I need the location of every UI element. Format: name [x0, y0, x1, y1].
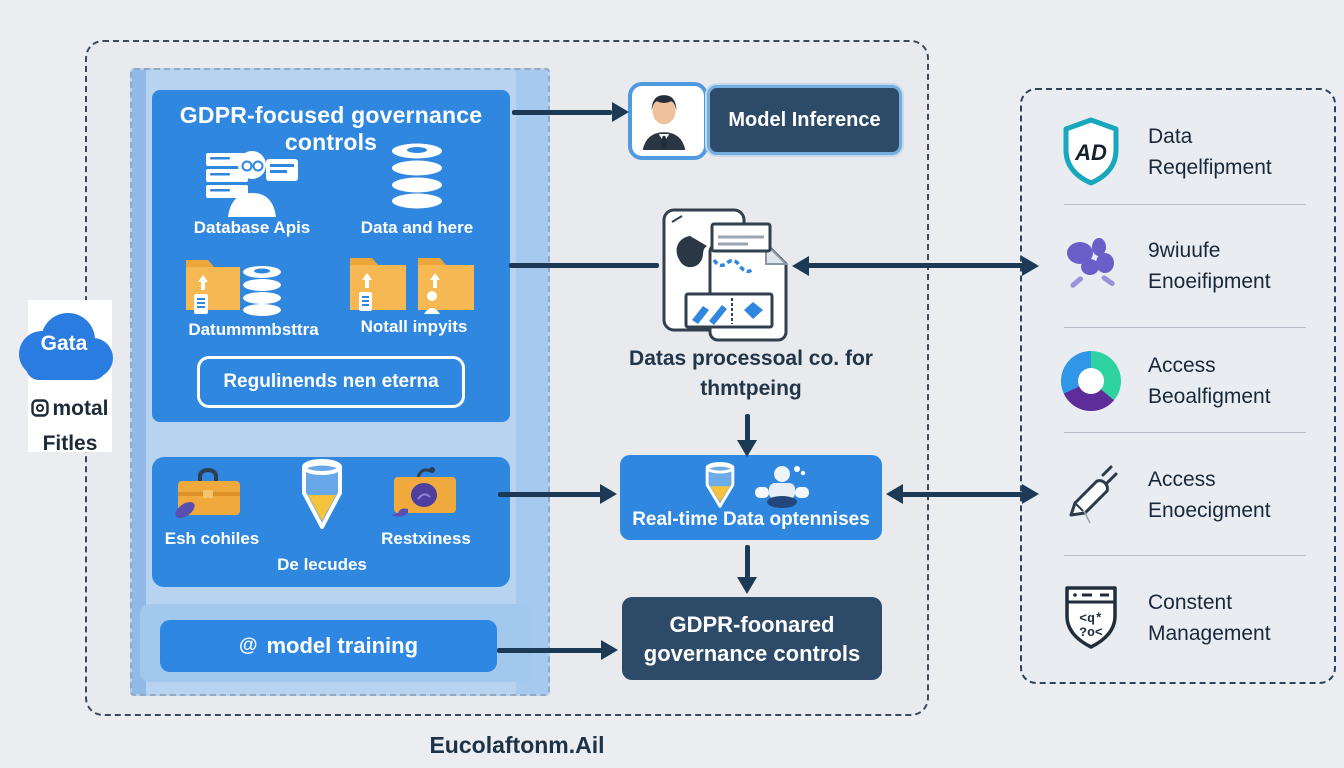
compliance-panel: AD Data Reqelfipment	[1020, 88, 1336, 684]
list-item: AD Data Reqelfipment	[1048, 104, 1320, 200]
arrowhead	[601, 640, 618, 660]
toolbox-icon	[172, 465, 252, 523]
arrowhead	[737, 440, 757, 457]
box-icon	[386, 463, 466, 519]
processing-panel: Esh cohiles De lecudes	[152, 457, 510, 587]
arrow-processing-to-realtime	[498, 492, 602, 497]
model-inference-label: Model Inference	[728, 108, 881, 131]
cloud-caption: motal Fitles	[0, 392, 140, 460]
list-item: <q* ?o< Constent Management	[1048, 572, 1320, 664]
arrowhead	[792, 256, 809, 276]
divider	[1064, 204, 1306, 205]
arrow-realtime-to-governance	[745, 545, 750, 579]
robot-icon	[752, 463, 812, 511]
training-icon: @	[238, 635, 258, 656]
cloud-caption-line1: motal	[52, 397, 109, 420]
list-item: Access Enoecigment	[1048, 450, 1320, 540]
cloud-caption-line2: Fitles	[42, 432, 98, 455]
realtime-data-box: Real-time Data optennises	[620, 455, 882, 540]
documents-caption-line1: Datas processoal co. for	[629, 347, 873, 370]
arrow-training-to-governance	[497, 648, 603, 653]
arrowhead	[737, 577, 757, 594]
list-item-text: Access Beoalfigment	[1148, 354, 1271, 408]
governance-controls-panel: GDPR-focused governance controls Datab	[152, 90, 510, 422]
processing-label: Esh cohiles	[164, 529, 260, 548]
footer-caption: Eucolaftonm.Ail	[429, 732, 605, 758]
shield-badge-text: AD	[1074, 140, 1107, 165]
arrowhead	[612, 102, 629, 122]
source-label: Data and here	[360, 218, 474, 237]
arrowhead	[600, 484, 617, 504]
processing-label: Restxiness	[381, 529, 471, 548]
documents-caption-line2: thmtpeing	[700, 377, 802, 400]
folder-database-icon	[184, 248, 284, 318]
person-database-icon	[204, 145, 300, 217]
funnel-icon	[702, 462, 738, 512]
source-label: Notall inpyits	[360, 317, 468, 336]
arrow-documents-to-realtime	[745, 414, 750, 442]
documents-icon	[656, 206, 796, 348]
realtime-label: Real-time Data optennises	[632, 509, 870, 530]
arrow-documents-to-panel	[808, 263, 1024, 268]
list-item: 9wiuufe Enoeifipment	[1048, 220, 1320, 312]
documents-caption: Datas processoal co. for thmtpeing	[610, 344, 892, 404]
funnel-icon	[298, 459, 346, 537]
shield-ad-icon: AD	[1058, 116, 1124, 188]
cloud-icon	[12, 306, 116, 392]
arrow-title-to-inference	[512, 110, 612, 115]
training-label: model training	[266, 633, 419, 658]
user-avatar	[628, 82, 708, 160]
database-icon	[389, 142, 445, 212]
divider	[1064, 432, 1306, 433]
cloud-label: Gata	[40, 332, 88, 355]
source-label: Datummmbsttra	[188, 320, 319, 339]
flower-icon	[1058, 230, 1124, 302]
arrow-sources-to-documents	[509, 263, 659, 268]
shield-code-glyph-row2: ?o<	[1079, 625, 1103, 640]
model-training-bar: @ model training	[160, 620, 497, 672]
folders-icon	[348, 248, 478, 318]
panel-title: GDPR-focused governance controls	[179, 102, 483, 155]
shield-code-glyph-row1: <q*	[1079, 611, 1102, 626]
badge-icon	[31, 394, 50, 427]
list-item-text: Access Enoecigment	[1148, 468, 1271, 522]
donut-chart-icon	[1058, 345, 1124, 417]
arrowhead	[1022, 484, 1039, 504]
list-item-text: Constent Management	[1148, 591, 1271, 645]
governance-controls-box: GDPR-foonared governance controls	[622, 597, 882, 680]
divider	[1064, 555, 1306, 556]
arrow-realtime-to-panel	[902, 492, 1024, 497]
processing-label: De lecudes	[277, 555, 367, 574]
governance-line1: GDPR-foonared	[669, 611, 835, 637]
arrowhead	[886, 484, 903, 504]
regulation-button: Regulinends nen eterna	[197, 356, 465, 408]
list-item: Access Beoalfigment	[1048, 336, 1320, 426]
shield-code-icon: <q* ?o<	[1058, 582, 1124, 654]
model-inference-box: Model Inference	[707, 85, 902, 155]
source-label: Database Apis	[193, 218, 311, 237]
arrowhead	[1022, 256, 1039, 276]
divider	[1064, 327, 1306, 328]
governance-line2: governance controls	[643, 640, 861, 666]
regulation-button-label: Regulinends nen eterna	[223, 371, 439, 392]
pen-icon	[1058, 459, 1124, 531]
list-item-text: 9wiuufe Enoeifipment	[1148, 239, 1271, 293]
list-item-text: Data Reqelfipment	[1148, 125, 1272, 179]
data-sources-panel: GDPR-focused governance controls Datab	[130, 68, 550, 696]
